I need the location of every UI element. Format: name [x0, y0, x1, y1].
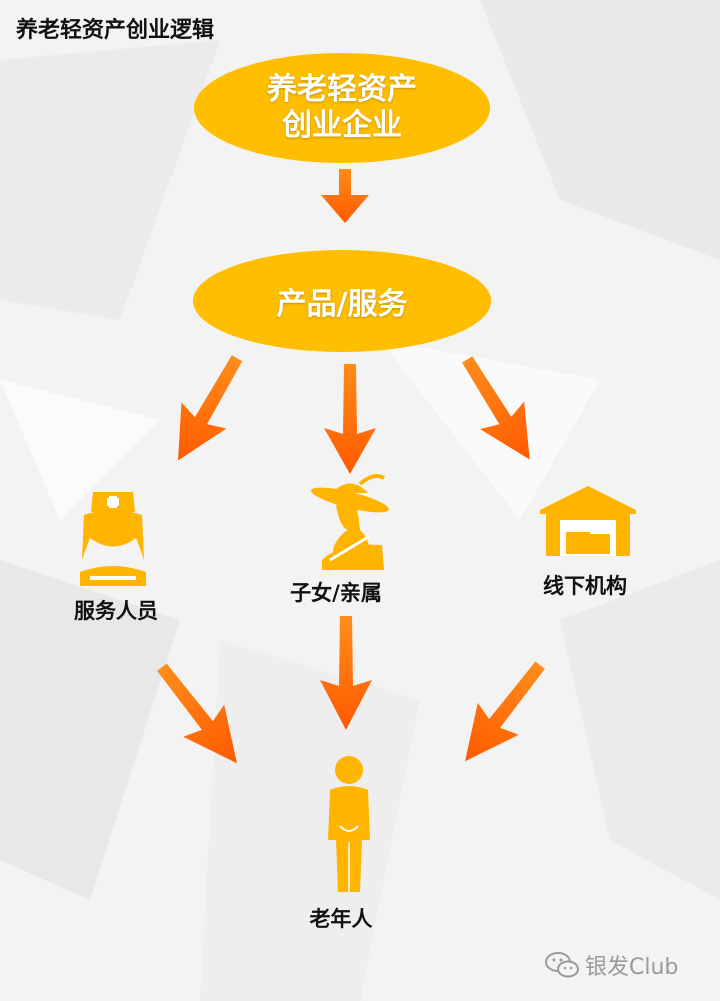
wechat-icon: [545, 952, 579, 978]
nurse-icon: [80, 492, 146, 586]
staff-label: 服务人员: [74, 599, 158, 623]
lady-with-hat-icon: [311, 474, 389, 570]
elderly-person-icon: [328, 756, 370, 892]
watermark-text: 银发Club: [585, 955, 679, 980]
arrow-product-to-institution: [462, 356, 530, 460]
family-label: 子女/亲属: [290, 581, 382, 605]
arrow-startup-to-product: [321, 169, 369, 223]
startup-node: 养老轻资产 创业企业: [194, 53, 490, 163]
startup-line1: 养老轻资产: [267, 72, 417, 107]
arrow-product-to-family: [324, 364, 376, 474]
arrow-institution-to-elderly: [465, 661, 545, 762]
startup-line2: 创业企业: [282, 108, 402, 143]
arrow-product-to-staff: [178, 355, 243, 461]
warehouse-icon: [540, 486, 636, 556]
elderly-label: 老年人: [309, 907, 373, 931]
arrow-staff-to-elderly: [157, 663, 237, 764]
page-title: 养老轻资产创业逻辑: [16, 18, 215, 43]
institution-label: 线下机构: [543, 574, 627, 598]
arrow-family-to-elderly: [320, 616, 372, 730]
product-node: 产品/服务: [193, 250, 491, 352]
watermark: 银发Club: [545, 947, 678, 983]
product-label: 产品/服务: [276, 287, 408, 322]
